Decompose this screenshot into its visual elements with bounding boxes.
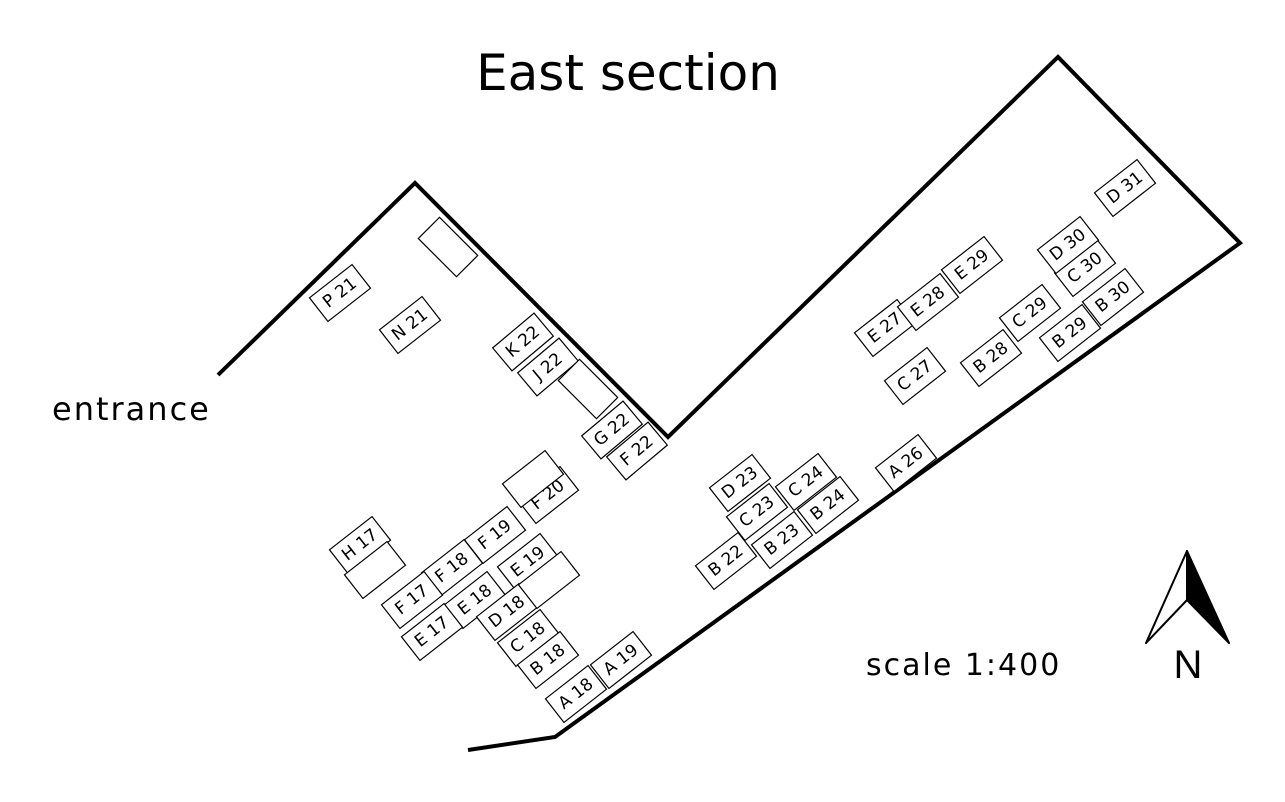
stall: D 30 bbox=[1036, 215, 1100, 275]
stall-outline bbox=[883, 346, 947, 406]
stall-outline bbox=[557, 358, 619, 420]
north-arrow-icon bbox=[1145, 550, 1230, 644]
stall-outline bbox=[998, 283, 1062, 343]
stall-outline bbox=[516, 337, 580, 397]
stall-outline bbox=[1038, 303, 1102, 363]
stall-outline bbox=[940, 235, 1004, 295]
empty-stall bbox=[517, 550, 581, 610]
entrance-label: entrance bbox=[52, 390, 211, 428]
stall: D 31 bbox=[1093, 158, 1157, 218]
stall-outline bbox=[380, 570, 444, 630]
stall: B 28 bbox=[959, 328, 1023, 388]
stall-outline bbox=[580, 400, 644, 460]
empty-stall bbox=[343, 540, 407, 600]
stall-outline bbox=[959, 328, 1023, 388]
stall-outline bbox=[516, 630, 580, 690]
stall-outline bbox=[589, 630, 653, 690]
stall-outline bbox=[400, 602, 464, 662]
stall-outline bbox=[605, 421, 669, 481]
stall: P 21 bbox=[308, 263, 372, 323]
stall-outline bbox=[1093, 158, 1157, 218]
map-title: East section bbox=[476, 44, 780, 102]
stall-outline bbox=[896, 272, 960, 332]
stall: A 18 bbox=[544, 664, 608, 724]
stall-outline bbox=[1081, 267, 1145, 327]
north-label: N bbox=[1174, 643, 1203, 687]
empty-stall bbox=[417, 216, 479, 278]
stall: F 17 bbox=[380, 570, 444, 630]
empty-stall bbox=[501, 449, 565, 509]
stall: B 30 bbox=[1081, 267, 1145, 327]
stall-outline bbox=[708, 453, 772, 513]
stall: N 21 bbox=[378, 295, 442, 355]
stall-outline bbox=[694, 531, 758, 591]
stall-outline bbox=[874, 433, 938, 493]
stall-outline bbox=[417, 216, 479, 278]
stall-outline bbox=[308, 263, 372, 323]
stall-outline bbox=[378, 295, 442, 355]
empty-stall bbox=[557, 358, 619, 420]
stall-outline bbox=[544, 664, 608, 724]
stall-outline bbox=[774, 452, 838, 512]
stall-outline bbox=[796, 475, 860, 535]
stall-outline bbox=[1036, 215, 1100, 275]
stall-outline bbox=[501, 449, 565, 509]
scale-label: scale 1:400 bbox=[866, 648, 1061, 683]
stall: B 22 bbox=[694, 531, 758, 591]
stall-outline bbox=[750, 510, 814, 570]
boundary-wall bbox=[216, 54, 1244, 752]
stall-outline bbox=[343, 540, 407, 600]
stall-outline bbox=[491, 312, 555, 372]
stall-outline bbox=[517, 550, 581, 610]
stall: E 29 bbox=[940, 235, 1004, 295]
stall: C 27 bbox=[883, 346, 947, 406]
stall-outline bbox=[725, 482, 789, 542]
stall: F 22 bbox=[605, 421, 669, 481]
